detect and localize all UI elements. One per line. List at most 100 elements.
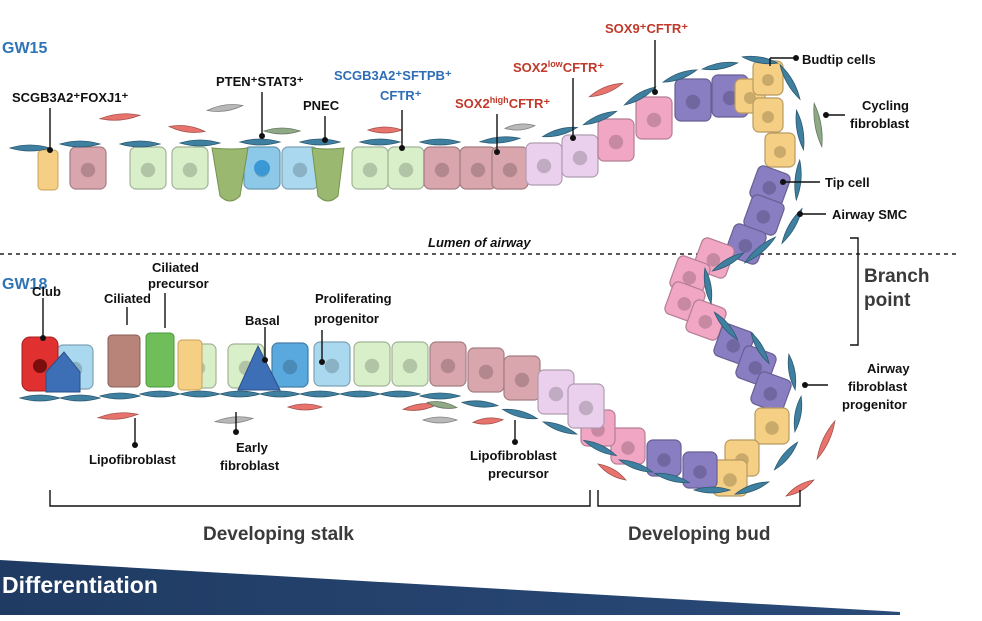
epithelial-cell [391, 341, 429, 387]
progenitor-label: progenitor [314, 311, 379, 326]
epithelial-cell [750, 371, 792, 413]
epithelial-cell [685, 299, 727, 341]
epithelial-cell [754, 407, 790, 445]
basal-cell [45, 351, 81, 393]
point-label: point [864, 290, 911, 311]
lipofibroblast-precursor-label-2: precursor [488, 466, 549, 481]
airway-smc [741, 55, 779, 65]
airway-fibroblast-progenitor-label-3: progenitor [842, 397, 907, 412]
fibroblast [471, 417, 505, 425]
epithelial-cell [567, 383, 605, 429]
branch-label: Branch [864, 266, 929, 287]
differentiation-banner [0, 560, 900, 615]
airway-smc [58, 140, 102, 148]
epithelial-cell [459, 146, 497, 190]
budtip-cell [764, 132, 796, 168]
pnec-label: PNEC [303, 98, 340, 113]
developing-stalk-label: Developing stalk [203, 524, 354, 545]
epithelial-cell [351, 146, 389, 190]
club-label: Club [32, 284, 61, 299]
gw18-label: GW18 [2, 276, 47, 293]
ciliated-precursor-label-2: precursor [148, 276, 209, 291]
foxj1-ciliated-cell [37, 149, 59, 191]
airway-smc [98, 392, 142, 400]
epithelial-cell [69, 146, 107, 190]
budtip-cell [752, 97, 784, 133]
gw15-label: GW15 [2, 40, 47, 57]
airway-smc [541, 421, 579, 435]
fibroblast [366, 126, 404, 134]
airway-smc [218, 390, 262, 398]
early-fibroblast-label-1: Early [236, 440, 269, 455]
epithelial-cell [743, 194, 785, 236]
fibroblast [98, 113, 142, 121]
airway-smc [258, 390, 302, 398]
epithelial-cell [712, 459, 748, 497]
early-fibroblast-label-2: fibroblast [220, 458, 280, 473]
epithelial-cell [646, 439, 682, 477]
epithelial-cell [537, 369, 575, 415]
epithelial-cell [674, 78, 712, 122]
lipofibroblast-label: Lipofibroblast [89, 452, 176, 467]
epithelial-cell [387, 146, 425, 190]
airway-smc [478, 136, 522, 144]
pnec-cell [211, 147, 249, 202]
airway-smc [653, 472, 691, 484]
airway-smc [661, 69, 699, 83]
pnec-cell [311, 147, 345, 202]
epithelial-cells [21, 60, 796, 497]
epithelial-cell [610, 427, 646, 465]
developing-bud-bracket [597, 490, 801, 507]
airway-smc [138, 390, 182, 398]
cftr-blue-label: CFTR⁺ [380, 88, 422, 103]
lumen-label: Lumen of airway [428, 235, 531, 250]
developing-bud-label: Developing bud [628, 524, 771, 545]
differentiation-label: Differentiation [2, 572, 158, 598]
fibroblast [167, 125, 207, 133]
airway-smc [692, 486, 732, 494]
sox9-cftr-label: SOX9⁺CFTR⁺ [605, 21, 688, 36]
scgb3a2-sftpb-label: SCGB3A2⁺SFTPB⁺ [334, 68, 452, 83]
basal-cell [237, 344, 281, 391]
airway-smc [582, 439, 618, 457]
epithelial-cell [467, 347, 505, 393]
fibroblast [426, 401, 458, 409]
epithelial-cell [271, 342, 309, 388]
airway-smc [178, 390, 222, 398]
lipofibroblast-precursor-label-1: Lipofibroblast [470, 448, 557, 463]
epithelial-cell [635, 96, 673, 140]
fibroblast [597, 463, 627, 481]
ciliated-precursor-label-1: Ciliated [152, 260, 199, 275]
fibroblast [262, 127, 302, 135]
airway-smc [773, 441, 799, 471]
airway-smc [358, 138, 402, 146]
airway-smc [711, 252, 745, 272]
fibroblast [503, 123, 537, 131]
ciliated-label: Ciliated [104, 291, 151, 306]
epithelial-cell [353, 341, 391, 387]
fibroblast [96, 412, 140, 420]
airway-smc [18, 394, 62, 402]
airway-smc [298, 138, 342, 146]
airway-smc [781, 207, 803, 245]
fibroblast [785, 479, 815, 497]
pten-stat3-label: PTEN⁺STAT3⁺ [216, 74, 304, 89]
airway-smc [501, 408, 539, 420]
fibroblast [421, 416, 459, 424]
airway-smc [779, 63, 801, 101]
airway-smc [378, 390, 422, 398]
club-nucleus [33, 359, 47, 373]
airway-smc [298, 390, 342, 398]
airway-smc-label: Airway SMC [832, 207, 908, 222]
epithelial-cell [313, 341, 351, 387]
branch-point-bracket [850, 237, 859, 346]
proliferating-label: Proliferating [315, 291, 392, 306]
airway-smc [460, 400, 500, 408]
fibroblast [213, 416, 255, 424]
scgb3a2-foxj1-label: SCGB3A2⁺FOXJ1⁺ [12, 90, 128, 105]
developing-stalk-bracket [49, 490, 591, 507]
fibroblast [816, 419, 836, 461]
pten-stat3-nucleus [254, 160, 270, 176]
airway-smc [795, 108, 805, 152]
